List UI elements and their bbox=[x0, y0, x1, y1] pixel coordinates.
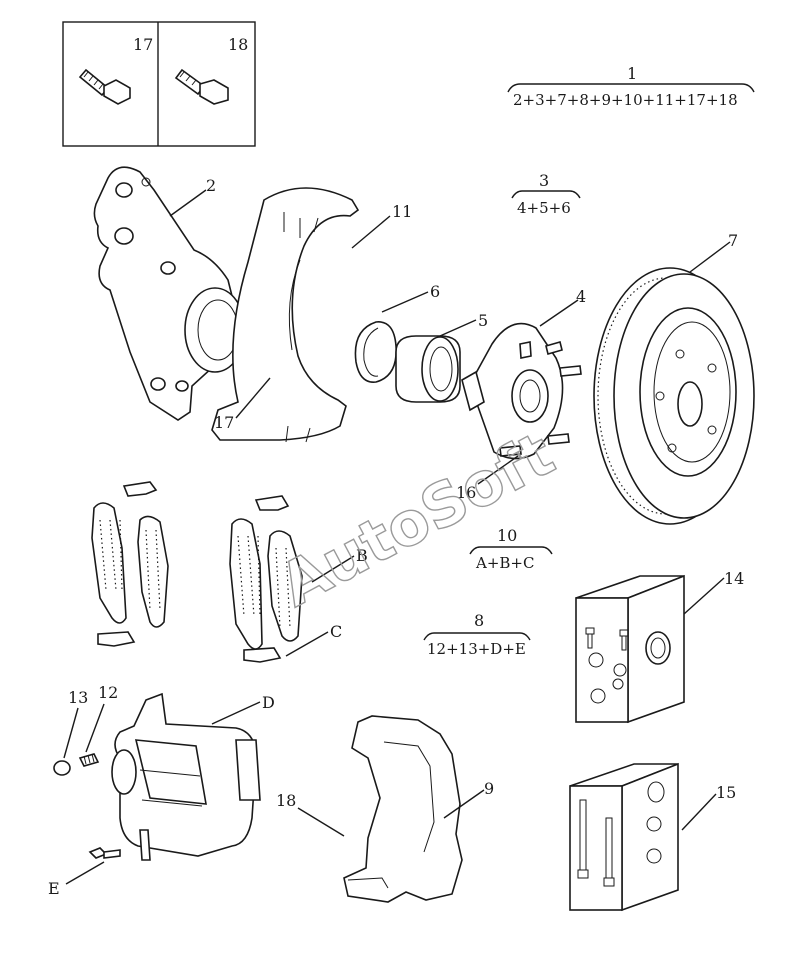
leader-17 bbox=[235, 377, 271, 419]
group-10-assembly: 10 A+B+C bbox=[469, 526, 553, 572]
label-12: 12 bbox=[98, 683, 118, 702]
leader-9 bbox=[443, 789, 485, 819]
leader-12 bbox=[85, 703, 105, 753]
group-3-formula: 4+5+6 bbox=[517, 199, 571, 217]
label-18-box: 18 bbox=[228, 35, 248, 54]
leader-D bbox=[211, 701, 261, 725]
bolt-kit-box: 17 18 bbox=[62, 21, 256, 147]
label-15: 15 bbox=[716, 783, 736, 802]
group-10-brace bbox=[469, 546, 553, 555]
group-1-formula: 2+3+7+8+9+10+11+17+18 bbox=[513, 91, 738, 109]
label-17-box: 17 bbox=[133, 35, 153, 54]
leader-6 bbox=[381, 291, 429, 313]
label-C: C bbox=[330, 622, 342, 641]
leader-16 bbox=[477, 455, 519, 485]
steering-knuckle bbox=[93, 166, 246, 421]
wheel-studs bbox=[499, 341, 582, 457]
label-16: 16 bbox=[456, 483, 476, 502]
group-8-formula: 12+13+D+E bbox=[427, 640, 526, 658]
bolt-18-icon bbox=[174, 68, 229, 105]
group-8-brace bbox=[423, 632, 531, 641]
leader-E bbox=[65, 861, 105, 885]
label-2: 2 bbox=[206, 176, 216, 195]
leader-C bbox=[285, 631, 329, 657]
bleeder-cap bbox=[53, 760, 71, 776]
label-13: 13 bbox=[68, 688, 88, 707]
label-D: D bbox=[262, 693, 275, 712]
label-1: 1 bbox=[627, 64, 637, 83]
label-6: 6 bbox=[430, 282, 440, 301]
snap-ring bbox=[354, 321, 397, 383]
label-4: 4 bbox=[576, 287, 586, 306]
leader-2 bbox=[169, 189, 207, 217]
wheel-bearing bbox=[395, 335, 461, 403]
leader-11 bbox=[351, 215, 391, 249]
watermark-text: AutoSoft bbox=[269, 419, 565, 621]
bolt-kit-frame bbox=[62, 21, 256, 147]
brake-pad-set-right bbox=[229, 495, 303, 663]
leader-18 bbox=[297, 807, 345, 837]
leader-5 bbox=[439, 319, 477, 337]
label-B: B bbox=[356, 546, 368, 565]
leader-B bbox=[311, 555, 355, 583]
group-3-brace bbox=[511, 190, 581, 199]
label-18-bolt: 18 bbox=[276, 791, 296, 810]
label-8: 8 bbox=[474, 611, 484, 630]
wheel-hub bbox=[461, 322, 564, 460]
label-14: 14 bbox=[724, 569, 744, 588]
brake-caliper bbox=[111, 692, 261, 861]
group-1-assembly: 1 2+3+7+8+9+10+11+17+18 bbox=[507, 64, 755, 109]
label-7: 7 bbox=[728, 231, 738, 250]
label-11: 11 bbox=[392, 202, 412, 221]
group-10-formula: A+B+C bbox=[475, 554, 534, 572]
kit-box-14 bbox=[575, 574, 685, 724]
bleeder-screw bbox=[78, 753, 100, 767]
label-10: 10 bbox=[497, 526, 517, 545]
leader-14 bbox=[683, 577, 725, 615]
leader-13 bbox=[63, 707, 79, 759]
kit-box-15 bbox=[569, 762, 679, 912]
group-3-assembly: 3 4+5+6 bbox=[511, 171, 581, 217]
group-8-assembly: 8 12+13+D+E bbox=[423, 611, 531, 658]
brake-disc bbox=[593, 267, 755, 525]
leader-7 bbox=[689, 241, 731, 273]
leader-15 bbox=[681, 793, 717, 831]
label-17-bolt: 17 bbox=[214, 413, 234, 432]
label-E: E bbox=[48, 879, 60, 898]
brake-pad-set-left bbox=[91, 481, 169, 647]
label-3: 3 bbox=[539, 171, 549, 190]
leader-4 bbox=[539, 299, 579, 327]
bolt-17-icon bbox=[78, 68, 131, 105]
caliper-bracket bbox=[343, 715, 463, 903]
label-5: 5 bbox=[478, 311, 488, 330]
label-9: 9 bbox=[484, 779, 494, 798]
dust-shield bbox=[211, 187, 360, 443]
group-1-brace bbox=[507, 83, 755, 93]
caliper-bolt bbox=[88, 847, 121, 859]
